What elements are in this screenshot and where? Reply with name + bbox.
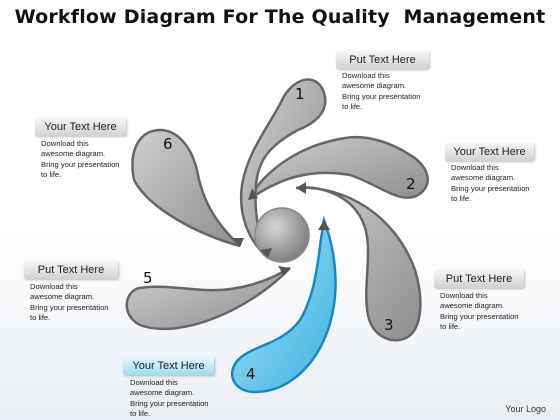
petal-3[interactable] [295,186,422,342]
arrow-icon [296,182,306,194]
step-label-4: Your Text Here [123,357,214,375]
arrow-icon [260,248,272,258]
step-label-2: Your Text Here [445,143,534,161]
step-label-5: Put Text Here [24,261,118,279]
step-number-3: 3 [384,316,394,334]
step-number-6: 6 [163,135,173,153]
step-number-2: 2 [406,175,416,193]
petal-2[interactable] [246,135,429,202]
arrow-icon [232,238,244,247]
step-number-4: 4 [246,365,256,383]
step-desc-3: Download this awesome diagram. Bring you… [440,291,519,331]
step-label-6: Your Text Here [35,118,126,136]
center-hub [254,207,310,263]
step-desc-1: Download this awesome diagram. Bring you… [342,71,421,111]
arrow-icon [278,266,290,276]
step-number-5: 5 [143,269,153,287]
step-desc-2: Download this awesome diagram. Bring you… [451,163,530,203]
page-title: Workflow Diagram For The Quality Managem… [14,6,546,28]
petal-1[interactable] [239,78,327,259]
arrow-icon [248,188,258,200]
petal-5[interactable] [125,266,291,331]
step-desc-4: Download this awesome diagram. Bring you… [130,378,209,418]
arrow-icon [318,220,330,230]
logo-text: Your Logo [505,404,546,414]
step-number-1: 1 [295,85,305,103]
step-desc-5: Download this awesome diagram. Bring you… [30,282,109,322]
step-label-3: Put Text Here [434,270,524,288]
petal-6[interactable] [131,128,241,248]
petal-4[interactable] [231,215,337,394]
step-label-1: Put Text Here [336,51,429,69]
arrow-icons [232,182,330,276]
step-desc-6: Download this awesome diagram. Bring you… [41,139,120,179]
